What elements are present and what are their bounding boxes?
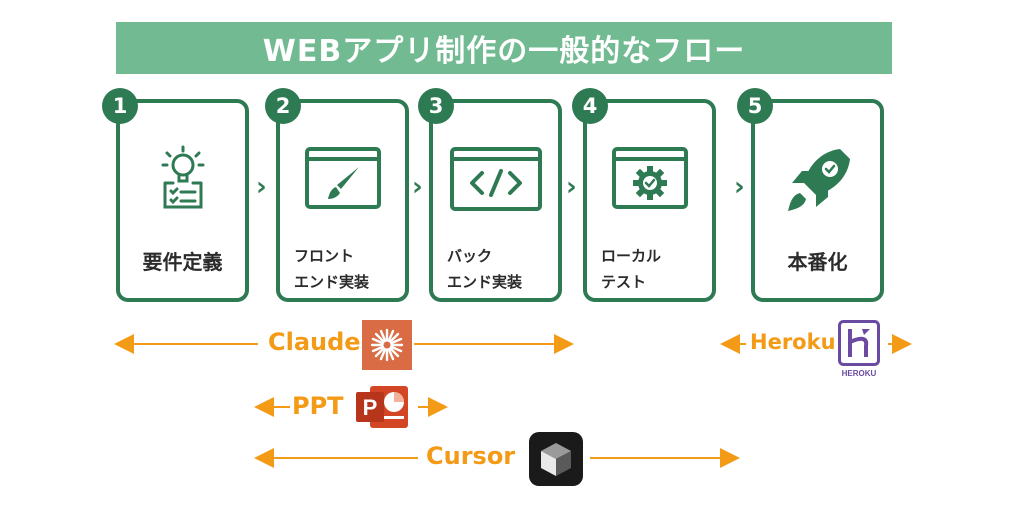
step-card-local-test: ローカル テスト bbox=[583, 99, 716, 302]
chevron-right-icon: › bbox=[734, 172, 745, 202]
step-number-3: 3 bbox=[418, 88, 454, 124]
step-label-line2: テスト bbox=[601, 273, 647, 291]
tool-name-cursor: Cursor bbox=[426, 442, 516, 470]
step-label: ローカル テスト bbox=[587, 243, 712, 295]
tool-name-claude: Claude bbox=[268, 328, 361, 356]
step-label: バック エンド実装 bbox=[433, 243, 558, 295]
step-label: フロント エンド実装 bbox=[280, 243, 405, 295]
step-label-line1: ローカル bbox=[601, 247, 662, 265]
step-label-line2: エンド実装 bbox=[294, 273, 370, 291]
rocket-icon bbox=[755, 143, 880, 223]
step-label: 本番化 bbox=[787, 250, 848, 274]
code-window-icon bbox=[433, 143, 558, 223]
step-card-production: 本番化 bbox=[751, 99, 884, 302]
step-number-2: 2 bbox=[265, 88, 301, 124]
brush-window-icon bbox=[280, 143, 405, 223]
step-card-requirements: 要件定義 bbox=[116, 99, 249, 302]
step-label-line1: バック bbox=[447, 247, 493, 265]
heroku-logo-text: HEROKU bbox=[842, 369, 877, 378]
step-label-line2: エンド実装 bbox=[447, 273, 523, 291]
powerpoint-logo-icon: P bbox=[354, 384, 410, 434]
step-number-1: 1 bbox=[102, 88, 138, 124]
step-number-4: 4 bbox=[572, 88, 608, 124]
step-number-5: 5 bbox=[737, 88, 773, 124]
chevron-right-icon: › bbox=[256, 172, 267, 202]
title-banner: WEBアプリ制作の一般的なフロー bbox=[116, 22, 892, 74]
page-title: WEBアプリ制作の一般的なフロー bbox=[262, 34, 746, 69]
step-card-backend: バック エンド実装 bbox=[429, 99, 562, 302]
ppt-logo-letter: P bbox=[363, 395, 378, 420]
chevron-right-icon: › bbox=[412, 172, 423, 202]
step-label: 要件定義 bbox=[142, 250, 223, 274]
step-label-line1: フロント bbox=[294, 247, 355, 265]
step-card-frontend: フロント エンド実装 bbox=[276, 99, 409, 302]
chevron-right-icon: › bbox=[566, 172, 577, 202]
cursor-logo-icon bbox=[529, 432, 583, 490]
gear-check-window-icon bbox=[587, 143, 712, 223]
claude-logo-icon bbox=[362, 320, 412, 374]
lightbulb-checklist-icon bbox=[120, 143, 245, 223]
tool-name-heroku: Heroku bbox=[750, 330, 836, 354]
heroku-logo-icon: HEROKU bbox=[838, 320, 880, 382]
tool-name-ppt: PPT bbox=[292, 392, 344, 420]
